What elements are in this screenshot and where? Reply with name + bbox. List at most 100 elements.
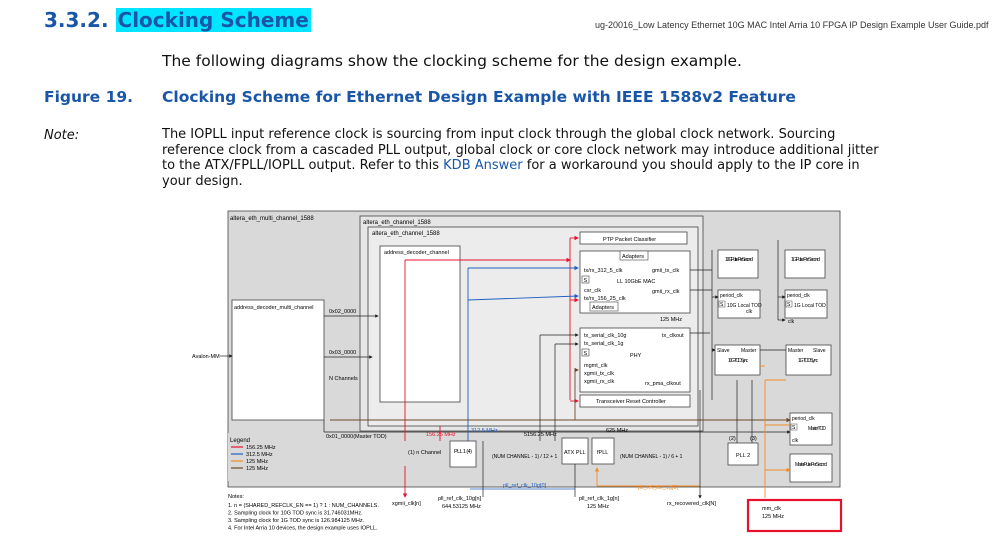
legend-box [228, 433, 322, 481]
ptp-classifier-box [579, 231, 688, 245]
pll-ref-1g-n: pll_ref_clk_1g[n] [579, 496, 620, 502]
rx-recovered-clk: rx_recovered_clk[N] [667, 501, 716, 507]
mgmt-clk: mgmt_clk [584, 363, 608, 369]
period-clk-1g: period_clk [787, 293, 810, 299]
master-tod-label: Master TOD [808, 426, 826, 432]
master-tod-s: S [792, 425, 796, 431]
period-clk-10g: period_clk [720, 293, 743, 299]
tx-rx-312-clk: tx/rx_312_5_clk [584, 268, 623, 274]
pll1-box [449, 440, 477, 468]
atx-pll-label: ATX PLL [564, 450, 586, 456]
phy-label: PHY [630, 353, 642, 359]
legend-item-label: 312.5 MHz [246, 452, 273, 458]
fpll-box [591, 437, 615, 465]
section-heading: 3.3.2. Clocking Scheme [44, 8, 311, 32]
mm-clk-label: mm_clk [762, 506, 781, 512]
legend-title: Legend [230, 438, 250, 444]
tod-1g-label: 1G Local TOD [794, 303, 826, 309]
sync-1g-slave: Slave [813, 348, 826, 354]
sync-1g-master: Master [788, 348, 804, 354]
master-tod-clk: clk [792, 438, 799, 444]
addr-decoder-channel-box [379, 245, 461, 403]
sync-1g-box [785, 344, 832, 376]
sync-10g-master: Master [741, 348, 757, 354]
atx-pll-box [561, 437, 589, 465]
num-ch-12: (NUM CHANNEL - 1) / 12 + 1 [492, 454, 557, 460]
pdf-filename: ug-20016_Low Latency Ethernet 10G MAC In… [595, 20, 989, 30]
avalon-mm-label: Avalon-MM [192, 354, 220, 360]
pulse-10g-label: 10G Pulse Per Second [725, 257, 753, 263]
pll-ref-10g-freq: 644.53125 MHz [442, 504, 481, 510]
sync-10g-box [714, 344, 761, 376]
pll-ref-1g-label: pll_ref_clk_1g[0] [638, 485, 679, 491]
mm-clk-freq: 125 MHz [762, 514, 784, 520]
diagram-note-line: 2. Sampling clock for 10G TOD sync is 31… [228, 511, 363, 517]
tx-clkout: tx_clkout [662, 333, 684, 339]
master-pulse-box [789, 453, 833, 483]
ptp-classifier-label: PTP Packet Classifier [603, 237, 656, 243]
freq-15625: 156.25 MHz [426, 432, 456, 438]
n-channels-label: N Channels [329, 376, 358, 382]
gmii-tx-clk: gmii_tx_clk [652, 268, 679, 274]
tod-10g-label: 10G Local TOD [727, 303, 762, 309]
mac-s: S [584, 278, 588, 284]
pll-ref-10g-label: pll_ref_clk_10g[0] [503, 483, 547, 489]
pll2-label: PLL 2 [736, 453, 750, 459]
channel-outer-label: altera_eth_channel_1588 [363, 220, 431, 226]
pll1-label: PLL 1 (4) [454, 449, 472, 455]
legend-item-label: 156.25 MHz [246, 445, 276, 451]
tod-1g-clk: clk [788, 319, 795, 325]
tx-serial-10g: tx_serial_clk_10g [584, 333, 627, 339]
addr-0x01: 0x01_0000(Master TOD) [326, 434, 387, 440]
freq-515625: 5156.25 MHz [524, 432, 557, 438]
addr-decoder-multi-label: address_decoder_multi_channel [234, 305, 314, 311]
freq-3125: 312.5 MHz [471, 428, 498, 434]
ll-mac-label: LL 10GbE MAC [617, 279, 655, 285]
pll2-note-3: (3) [750, 436, 757, 442]
sync-10g-label: 10G TOD Sync [728, 358, 749, 364]
master-pulse-label: Master Pulse Per Second [795, 462, 827, 468]
gmii-rx-clk: gmii_rx_clk [652, 289, 680, 295]
pll2-note-2: (2) [729, 436, 736, 442]
diagram-notes: 1. n = (SHARED_REFCLK_EN == 1) ? 1 : NUM… [228, 503, 379, 532]
addr-decoder-channel-label: address_decoder_channel [384, 250, 449, 256]
legend-item-label: 125 MHz [246, 466, 268, 472]
legend-item-label: 125 MHz [246, 459, 268, 465]
xcvr-reset-label: Transceiver Reset Controller [596, 399, 666, 405]
multi-channel-label: altera_eth_multi_channel_1588 [230, 216, 314, 222]
pulse-1g-box [784, 249, 826, 279]
diagram-note-line: 1. n = (SHARED_REFCLK_EN == 1) ? 1 : NUM… [228, 503, 379, 509]
diagram-note-line: 3. Sampling clock for 1G TOD sync is 126… [228, 518, 365, 524]
adapters-bottom: Adapters [592, 305, 614, 311]
rx-pma-clkout: rx_pma_clkout [645, 381, 681, 387]
num-ch-6: (NUM CHANNEL - 1) / 6 + 1 [620, 454, 683, 460]
xgmii-rx-clk: xgmii_rx_clk [584, 379, 615, 385]
xgmii-clk-n: xgmii_clk[n] [392, 501, 421, 507]
note-label: Note: [44, 128, 80, 143]
tod-10g-s: S [720, 302, 724, 308]
xgmii-tx-clk: xgmii_tx_clk [584, 371, 614, 377]
figure-title: Clocking Scheme for Ethernet Design Exam… [162, 88, 796, 106]
intro-paragraph: The following diagrams show the clocking… [162, 52, 742, 70]
sync-1g-label: 1G TOD Sync [798, 358, 819, 364]
csr-clk: csr_clk [584, 288, 601, 294]
kdb-answer-link[interactable]: KDB Answer [443, 158, 523, 173]
sync-10g-slave: Slave [717, 348, 730, 354]
mm-clk-highlight-box [746, 498, 843, 533]
fpll-label: fPLL [597, 450, 608, 456]
addr-0x02: 0x02_0000 [329, 309, 356, 315]
tod-1g-s: S [787, 302, 791, 308]
section-title-highlighted: Clocking Scheme [115, 8, 311, 32]
channel-inner-label: altera_eth_channel_1588 [372, 231, 440, 237]
freq-625: 625 MHz [606, 428, 628, 434]
pll-ref-10g-n: pll_ref_clk_10g[n] [438, 496, 482, 502]
addr-decoder-multi-box [231, 299, 325, 421]
period-clk-master: period_clk [792, 416, 815, 422]
tod-10g-clk: clk [746, 309, 753, 315]
diagram-notes-title: Notes: [228, 494, 244, 500]
diagram-note-line: 4. For Intel Arria 10 devices, the desig… [228, 526, 378, 532]
phy-s: S [584, 351, 588, 357]
pulse-1g-label: 1G Pulse Per Second [791, 257, 820, 263]
